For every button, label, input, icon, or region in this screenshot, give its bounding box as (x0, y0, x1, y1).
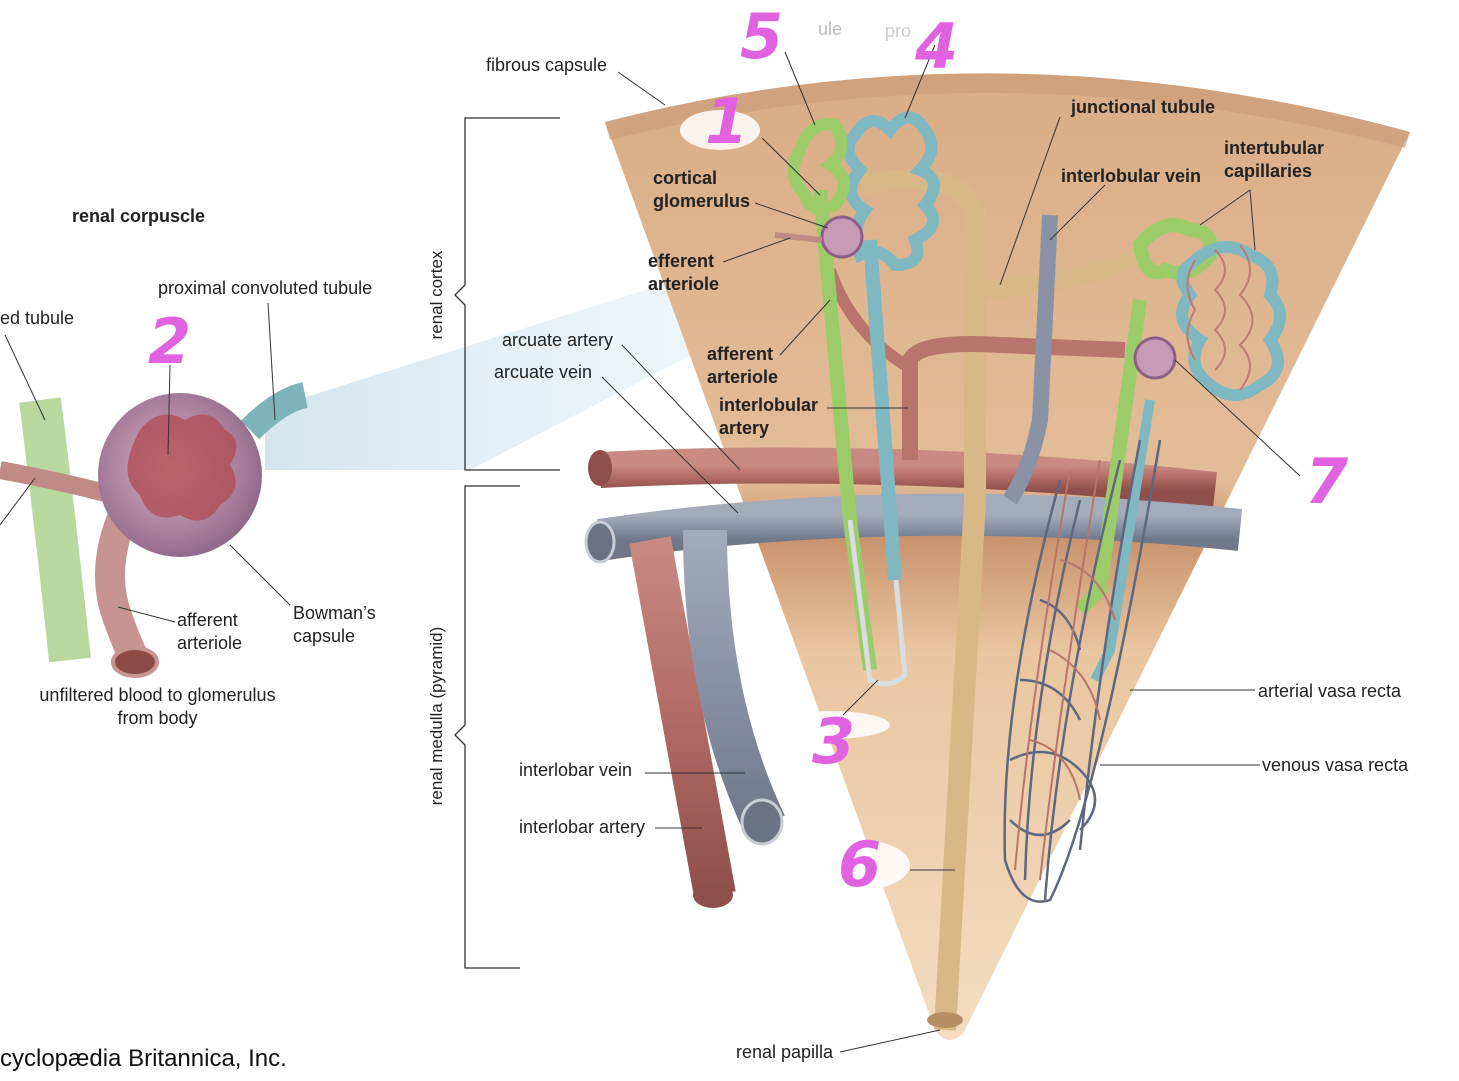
label-left-afferent-arteriole: afferent arteriole (177, 610, 243, 653)
proximal-coils (842, 111, 940, 272)
handwritten-number-1: 1 (705, 85, 748, 158)
label-proximal-convoluted-tubule: proximal convoluted tubule (158, 278, 373, 298)
fibrous-capsule-band (605, 73, 1410, 148)
efferent-arteriole-shape (774, 232, 823, 243)
blankout-1 (680, 110, 760, 150)
label-cortical-glomerulus: cortical glomerulus (653, 168, 751, 211)
britannica-credit: cyclopædia Britannica, Inc. (0, 1045, 287, 1072)
papilla-opening (927, 1012, 963, 1028)
label-convoluted-tubule-partial: ed tubule (0, 308, 75, 328)
handwritten-number-4: 4 (915, 10, 958, 83)
arcuate-artery-end (588, 450, 612, 486)
label-bowmans-capsule: Bowman’s capsule (293, 603, 376, 646)
arcuate-vein-end (584, 520, 616, 564)
proximal-tubule-stub (240, 382, 309, 440)
interlobular-vein-shape (1003, 214, 1058, 505)
label-afferent-arteriole: afferent arteriole (707, 344, 779, 387)
cortical-glomerulus-shape (820, 215, 864, 259)
label-arterial-vasa-recta: arterial vasa recta (1258, 681, 1402, 701)
label-interlobular-vein: interlobular vein (1061, 166, 1202, 186)
distal-coils (787, 118, 850, 215)
medulla-bracket (454, 485, 520, 969)
label-interlobar-vein: interlobar vein (519, 760, 633, 780)
label-interlobar-artery: interlobar artery (519, 817, 646, 837)
collecting-tubule-left (19, 397, 91, 663)
label-arcuate-artery: arcuate artery (502, 330, 614, 350)
jm-glomerulus-shape (1133, 336, 1177, 380)
interlobar-artery-end (693, 882, 733, 908)
handwritten-number-5: 5 (740, 0, 783, 73)
handwritten-number-3: 3 (812, 705, 855, 778)
kidney-wedge (605, 73, 1410, 1040)
arteriole-opening (111, 646, 159, 678)
label-junctional-tubule: junctional tubule (1071, 97, 1215, 117)
handwritten-number-2: 2 (148, 305, 191, 378)
label-renal-cortex: renal cortex (427, 250, 446, 340)
left-afferent-arteriole-2 (95, 493, 149, 667)
label-fibrous-capsule: fibrous capsule (486, 55, 608, 75)
handwritten-number-7: 7 (1305, 445, 1348, 518)
loop-henle-thin (847, 519, 908, 687)
label-venous-vasa-recta: venous vasa recta (1262, 755, 1409, 775)
cortex-bracket (454, 117, 560, 471)
handwritten-number-6: 6 (838, 828, 881, 901)
interlobar-artery-shape (629, 536, 736, 899)
label-unfiltered-blood: unfiltered blood to glomerulus from body (39, 685, 276, 728)
glomerulus-tuft (127, 414, 237, 521)
label-intertubular-capillaries: intertubular capillaries (1224, 138, 1325, 181)
collecting-duct (934, 205, 986, 1031)
arcuate-artery-shape (599, 447, 1217, 508)
vasa-recta-mesh (1003, 439, 1162, 903)
label-efferent-arteriole: efferent arteriole (648, 251, 720, 294)
interlobar-vein-end (740, 798, 784, 846)
label-renal-medulla: renal medulla (pyramid) (427, 626, 446, 806)
junctional-tubule-shape (979, 246, 1145, 299)
blankout-6 (810, 840, 910, 890)
label-interlobular-artery: interlobular artery (719, 395, 819, 438)
faded-label-a: ule (818, 19, 843, 39)
ascending-limb-blue (863, 239, 902, 581)
jm-blue-limb (1090, 399, 1155, 683)
interlobar-vein-shape (683, 529, 785, 835)
arterial-vasa-recta-mesh (1014, 459, 1116, 881)
blankout-3 (770, 711, 890, 739)
renal-corpuscle-title: renal corpuscle (72, 206, 206, 226)
label-arcuate-vein: arcuate vein (494, 362, 593, 382)
jm-blue-coils (1176, 241, 1286, 401)
capillary-mesh (1186, 244, 1254, 391)
label-renal-papilla: renal papilla (736, 1042, 834, 1062)
interlobular-artery-shape (902, 336, 1126, 460)
leader-lines (0, 44, 1301, 1053)
faded-label-b: pro (885, 21, 912, 41)
